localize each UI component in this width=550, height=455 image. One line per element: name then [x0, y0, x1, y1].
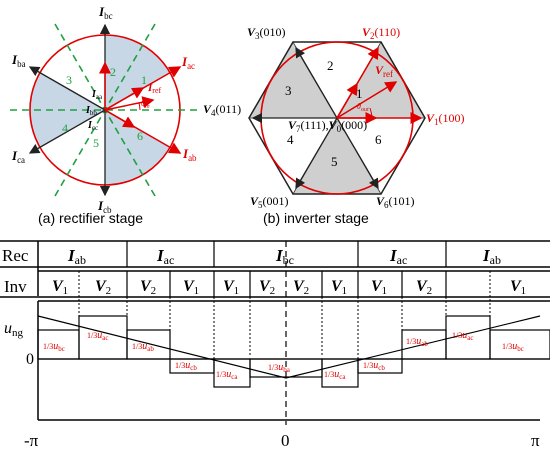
timing-text: Rec Inv Iab Iac Ibc Iac Iab V1 V2 V2 V1 …	[2, 246, 540, 450]
label-v3: V3(010)	[247, 25, 286, 41]
svg-text:V2: V2	[259, 278, 275, 297]
svg-text:V1: V1	[223, 278, 239, 297]
timing-table	[0, 240, 550, 425]
rec-cell-2: Ibc	[275, 246, 294, 267]
x-tick-minus-pi: -π	[24, 431, 39, 450]
rectifier-diagram: Ibc Iac Iab Icb Ica Iba Iref θin Iaa Ibb…	[10, 4, 200, 226]
svg-text:3: 3	[66, 73, 72, 87]
label-iab: Iab	[182, 146, 197, 163]
svg-text:V1: V1	[371, 278, 387, 297]
label-v7-v0: V7(111),V0(000)	[288, 118, 367, 134]
svg-text:1/3ubc: 1/3ubc	[43, 341, 65, 353]
label-icc: Icc	[87, 120, 98, 132]
label-v2: V2(110)	[362, 25, 400, 41]
label-ibb: Ibb	[85, 105, 97, 117]
caption-rectifier: (a) rectifier stage	[38, 210, 143, 226]
red-voltage-vectors	[336, 46, 423, 124]
svg-text:V2: V2	[293, 278, 309, 297]
rec-cell-3: Iac	[389, 246, 407, 267]
inv-cells: V1 V2 V2 V1 V1 V2 V2 V1 V1 V2 V1	[52, 278, 526, 297]
svg-text:1: 1	[356, 86, 363, 101]
svg-text:V2: V2	[95, 278, 111, 297]
label-theta-out: θout	[357, 102, 369, 113]
label-iac: Iac	[181, 54, 195, 71]
red-current-vectors	[99, 61, 182, 154]
svg-text:1/3ubc: 1/3ubc	[502, 341, 524, 353]
label-v4: V4(011)	[203, 102, 241, 118]
ung-steps	[37, 315, 550, 388]
x-tick-pi: π	[531, 431, 540, 450]
ung-axis-label: ung	[4, 320, 24, 339]
label-vref: Vref	[375, 63, 393, 79]
rec-row-label: Rec	[2, 246, 29, 265]
label-iba: Iba	[11, 52, 26, 69]
svg-text:1/3uac: 1/3uac	[452, 330, 473, 342]
svg-text:4: 4	[287, 132, 294, 147]
rec-cell-1: Iac	[156, 246, 174, 267]
rec-cell-0: Iab	[67, 246, 86, 267]
svg-text:1/3uca: 1/3uca	[216, 369, 238, 381]
label-icb: Icb	[97, 198, 112, 215]
voltage-vectors	[251, 46, 379, 190]
svg-text:V2: V2	[140, 278, 156, 297]
label-iaa: Iaa	[91, 89, 103, 101]
svg-text:V1: V1	[510, 278, 526, 297]
inv-row-label: Inv	[4, 277, 27, 296]
svg-text:1/3uab: 1/3uab	[132, 341, 154, 353]
inverter-diagram: V3(010) V2(110) V4(011) V1(100) V5(001) …	[203, 25, 465, 226]
svg-text:1/3ucb: 1/3ucb	[363, 360, 385, 372]
svg-text:1/3uca: 1/3uca	[324, 369, 346, 381]
caption-inverter: (b) inverter stage	[263, 210, 369, 226]
svg-text:4: 4	[62, 121, 68, 135]
label-iref: Iref	[147, 82, 161, 95]
label-ibc: Ibc	[98, 4, 113, 21]
inverter-hexagon	[248, 41, 426, 195]
svg-text:1: 1	[141, 73, 147, 87]
sector-shade-lower	[105, 110, 170, 186]
svg-text:6: 6	[375, 132, 382, 147]
svg-text:1/3uac: 1/3uac	[87, 330, 108, 342]
svg-text:5: 5	[331, 154, 338, 169]
svg-text:1/3ucb: 1/3ucb	[175, 360, 197, 372]
svg-text:6: 6	[137, 129, 143, 143]
sector-shade-left	[29, 72, 106, 148]
svg-text:3: 3	[285, 83, 292, 98]
zero-level-label: 0	[26, 351, 34, 368]
svg-text:V2: V2	[416, 278, 432, 297]
label-theta-in: θin	[141, 99, 150, 110]
svg-text:V1: V1	[183, 278, 199, 297]
level-labels: 1/3ubc 1/3uac 1/3uab 1/3ucb 1/3uca 1/3ub…	[43, 330, 524, 381]
label-v6: V6(101)	[376, 194, 415, 210]
x-tick-zero: 0	[281, 431, 290, 450]
svg-text:V1: V1	[331, 278, 347, 297]
svg-text:1/3uba: 1/3uba	[268, 362, 291, 374]
ung-envelope	[37, 315, 541, 379]
label-v5: V5(001)	[250, 194, 289, 210]
svg-text:1/3uab: 1/3uab	[406, 336, 428, 348]
label-v1: V1(100)	[426, 111, 465, 127]
label-ica: Ica	[11, 148, 25, 165]
svg-text:2: 2	[327, 58, 334, 73]
inverter-sector-numbers: 1 2 3 4 5 6	[285, 58, 382, 169]
rectifier-sector-numbers: 1 2 3 4 5 6	[62, 65, 147, 150]
rec-cell-4: Iab	[482, 246, 501, 267]
svg-text:V1: V1	[52, 278, 68, 297]
svg-text:5: 5	[93, 136, 99, 150]
svg-text:2: 2	[110, 65, 116, 79]
